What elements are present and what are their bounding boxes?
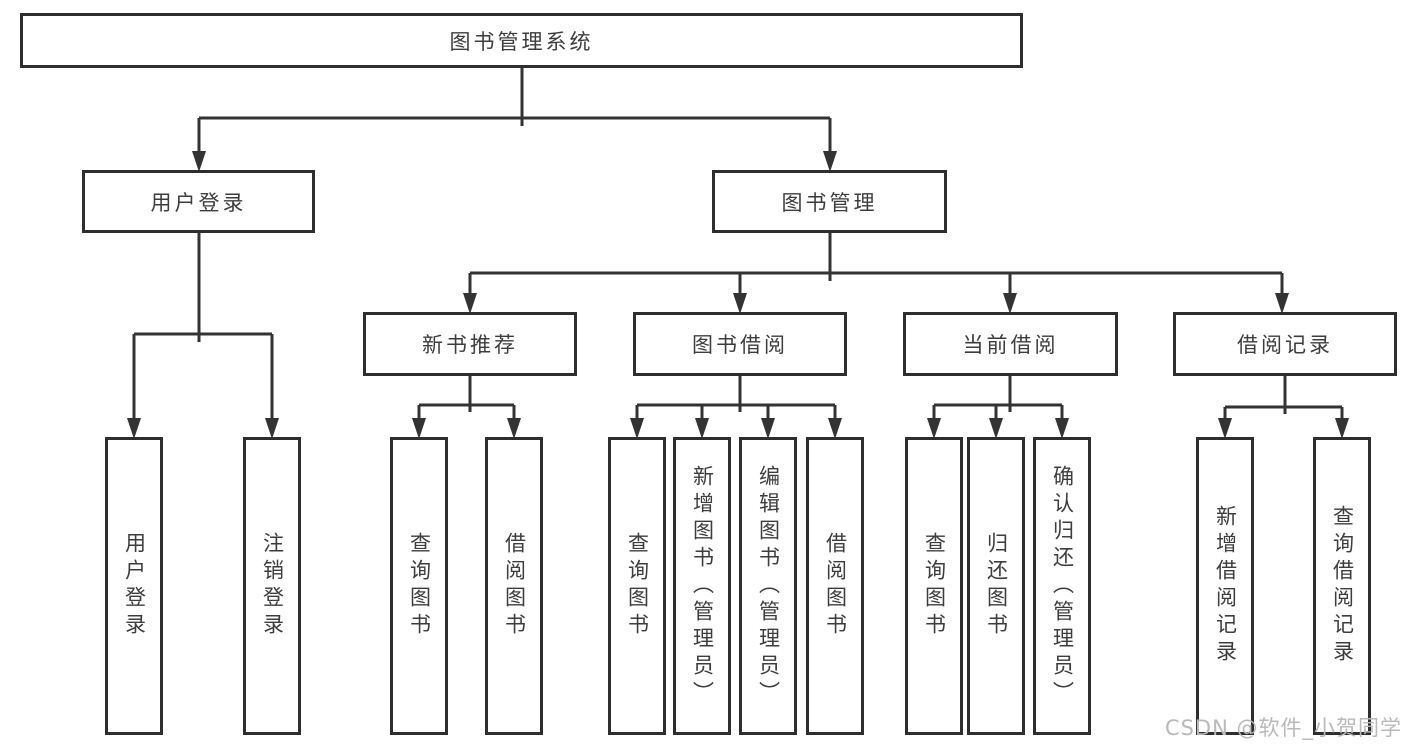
csdn-watermark: CSDN @软件_小贺同学 [1164,716,1402,740]
leaf-edit-book-admin: 编辑图书（管理员） [739,437,797,735]
node-user-login: 用户登录 [82,170,315,233]
node-root-label: 图书管理系统 [449,29,594,54]
leaf-add-borrow-record: 新增借阅记录 [1196,437,1254,735]
leaf-confirm-return-admin: 确认归还（管理员） [1033,437,1091,735]
leaf-logout-label: 注销登录 [260,532,285,640]
node-borrow-records: 借阅记录 [1173,312,1397,376]
node-new-book-recommend-label: 新书推荐 [422,333,518,357]
leaf-add-book-admin: 新增图书（管理员） [673,437,731,735]
leaf-logout: 注销登录 [243,437,301,735]
leaf-add-borrow-record-label: 新增借阅记录 [1213,505,1238,667]
node-borrow-records-label: 借阅记录 [1237,333,1333,357]
leaf-edit-book-admin-label: 编辑图书（管理员） [756,464,781,708]
leaf-borrow-query-books-label: 查询图书 [625,532,650,640]
leaf-borrow-books: 借阅图书 [806,437,864,735]
leaf-current-query-books: 查询图书 [905,437,963,735]
node-book-borrow: 图书借阅 [633,312,847,376]
leaf-add-book-admin-label: 新增图书（管理员） [690,464,715,708]
leaf-query-borrow-record-label: 查询借阅记录 [1330,505,1355,667]
node-book-management-label: 图书管理 [781,190,878,215]
leaf-return-book: 归还图书 [967,437,1025,735]
leaf-user-login: 用户登录 [105,437,163,735]
node-root: 图书管理系统 [20,13,1023,68]
leaf-borrow-books-label: 借阅图书 [823,532,848,640]
leaf-borrow-query-books: 查询图书 [608,437,666,735]
node-current-borrow: 当前借阅 [903,312,1118,376]
leaf-current-query-books-label: 查询图书 [922,532,947,640]
node-user-login-label: 用户登录 [150,190,247,215]
leaf-recommend-query-books: 查询图书 [390,437,448,735]
leaf-recommend-query-books-label: 查询图书 [407,532,432,640]
leaf-confirm-return-admin-label: 确认归还（管理员） [1050,464,1075,708]
leaf-return-book-label: 归还图书 [984,532,1009,640]
node-book-borrow-label: 图书借阅 [692,333,788,357]
node-current-borrow-label: 当前借阅 [962,333,1059,357]
node-new-book-recommend: 新书推荐 [363,312,577,376]
leaf-recommend-borrow-books-label: 借阅图书 [502,532,527,640]
node-book-management: 图书管理 [712,170,947,233]
leaf-recommend-borrow-books: 借阅图书 [485,437,543,735]
leaf-query-borrow-record: 查询借阅记录 [1313,437,1371,735]
leaf-user-login-label: 用户登录 [122,532,147,640]
